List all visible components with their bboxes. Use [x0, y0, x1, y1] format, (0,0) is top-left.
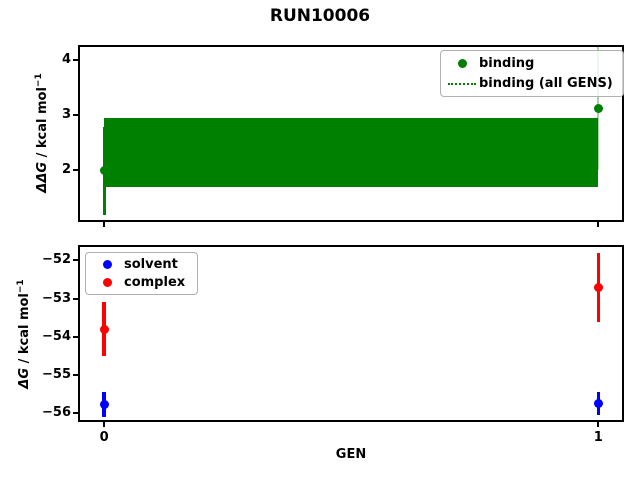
y-tick-label: 3: [61, 106, 71, 122]
plot-frame: [78, 245, 624, 422]
data-point-solvent: [99, 400, 109, 410]
y-tick-label: 2: [61, 161, 71, 177]
y-tick: [73, 297, 78, 300]
data-point-complex: [99, 324, 109, 334]
confidence-band: [104, 118, 599, 187]
legend-marker-area: [445, 58, 479, 68]
y-tick-label: −55: [42, 366, 71, 382]
x-tick-label: 1: [593, 430, 603, 445]
y-tick: [73, 259, 78, 262]
legend-item-binding: binding: [445, 53, 619, 73]
legend-marker-area: [445, 82, 479, 85]
x-tick: [103, 222, 106, 227]
y-tick: [73, 113, 78, 116]
data-point-complex: [593, 283, 603, 293]
y-tick-label: 4: [61, 51, 71, 67]
y-tick: [73, 373, 78, 376]
y-tick: [73, 168, 78, 171]
y-tick-label: −54: [42, 328, 71, 344]
x-tick: [597, 222, 600, 227]
legend-marker-area: [90, 259, 124, 269]
data-point-binding: [593, 103, 603, 113]
plot-frame: [78, 45, 624, 222]
binding-dot-icon: [457, 58, 467, 68]
y-tick: [73, 335, 78, 338]
dotted-line-icon: [448, 82, 476, 85]
legend-label-complex: complex: [124, 275, 186, 291]
y-tick-label: −53: [42, 290, 71, 306]
solvent-dot-icon: [102, 259, 112, 269]
y-tick-label: −52: [42, 252, 71, 268]
data-point-solvent: [593, 399, 603, 409]
x-axis-label: GEN: [335, 447, 367, 462]
ylabel-top-exponent: −1: [33, 73, 44, 88]
ylabel-top-unit: / kcal mol: [35, 87, 51, 162]
legend-bottom: solvent complex: [85, 252, 198, 295]
legend-marker-area: [90, 278, 124, 288]
legend-label-binding: binding: [479, 55, 535, 71]
legend-item-complex: complex: [90, 274, 193, 293]
y-tick: [73, 412, 78, 415]
legend-label-binding-all-gens: binding (all GENS): [479, 76, 613, 92]
complex-dot-icon: [102, 278, 112, 288]
x-tick-label: 0: [99, 430, 109, 445]
legend-item-binding-all-gens: binding (all GENS): [445, 74, 619, 94]
bottom-axes: solvent complex 0 1 −56 −55 −54 −53 −52: [42, 245, 624, 445]
data-point-binding: [99, 166, 109, 176]
legend-item-solvent: solvent: [90, 255, 193, 274]
y-tick-label: −56: [42, 405, 71, 421]
x-tick: [103, 422, 106, 427]
figure-title: RUN10006: [269, 6, 371, 26]
top-axes: binding binding (all GENS) 2 3 4: [62, 45, 624, 227]
x-tick: [597, 422, 600, 427]
legend-label-solvent: solvent: [124, 256, 178, 272]
legend-top: binding binding (all GENS): [440, 50, 624, 97]
y-tick: [73, 58, 78, 61]
